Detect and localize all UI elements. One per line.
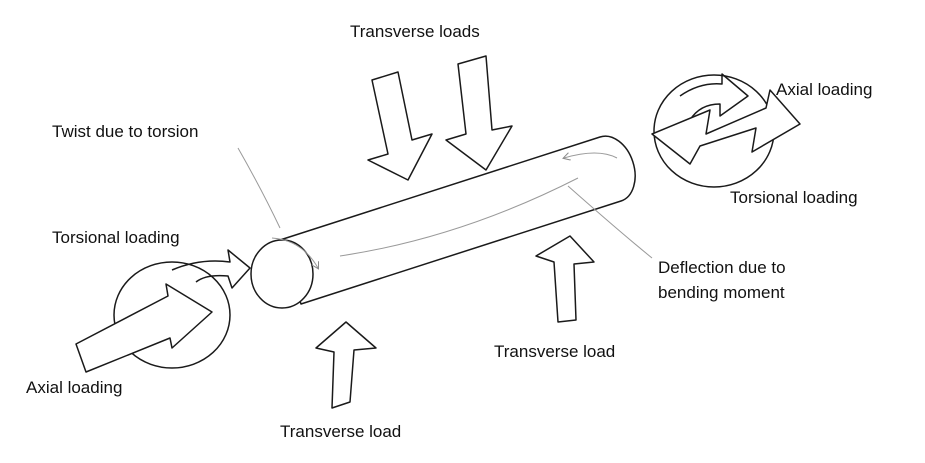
right-axial-arrow (651, 89, 801, 165)
deflection-leader-line (567, 185, 653, 259)
beam-end-left (250, 239, 314, 309)
twist-arc-left (271, 237, 318, 268)
label-torsional-loading-left: Torsional loading (52, 228, 180, 247)
transverse-arrow-bottom (315, 321, 377, 409)
left-torsion-arrow (171, 249, 251, 289)
transverse-arrow-top-2 (445, 55, 513, 171)
label-deflection-line2: bending moment (658, 283, 785, 302)
label-deflection-line1: Deflection due to (658, 258, 786, 277)
label-transverse-loads: Transverse loads (350, 22, 480, 41)
label-axial-loading-left: Axial loading (26, 378, 123, 397)
left-axial-arrow (75, 283, 213, 373)
right-torsion-arrow (679, 73, 749, 121)
label-transverse-load-right: Transverse load (494, 342, 616, 361)
deflection-curve (339, 177, 579, 257)
beam (250, 135, 636, 309)
twist-leader-line (237, 147, 281, 229)
beam-body (279, 135, 636, 305)
label-axial-loading-right: Axial loading (776, 80, 873, 99)
label-torsional-loading-right: Torsional loading (730, 188, 858, 207)
label-twist-due-to-torsion: Twist due to torsion (52, 122, 199, 141)
transverse-arrow-top-1 (367, 71, 433, 181)
transverse-arrow-right (535, 235, 595, 323)
label-transverse-load-bottom: Transverse load (280, 422, 402, 441)
twist-arc-right (564, 153, 618, 158)
